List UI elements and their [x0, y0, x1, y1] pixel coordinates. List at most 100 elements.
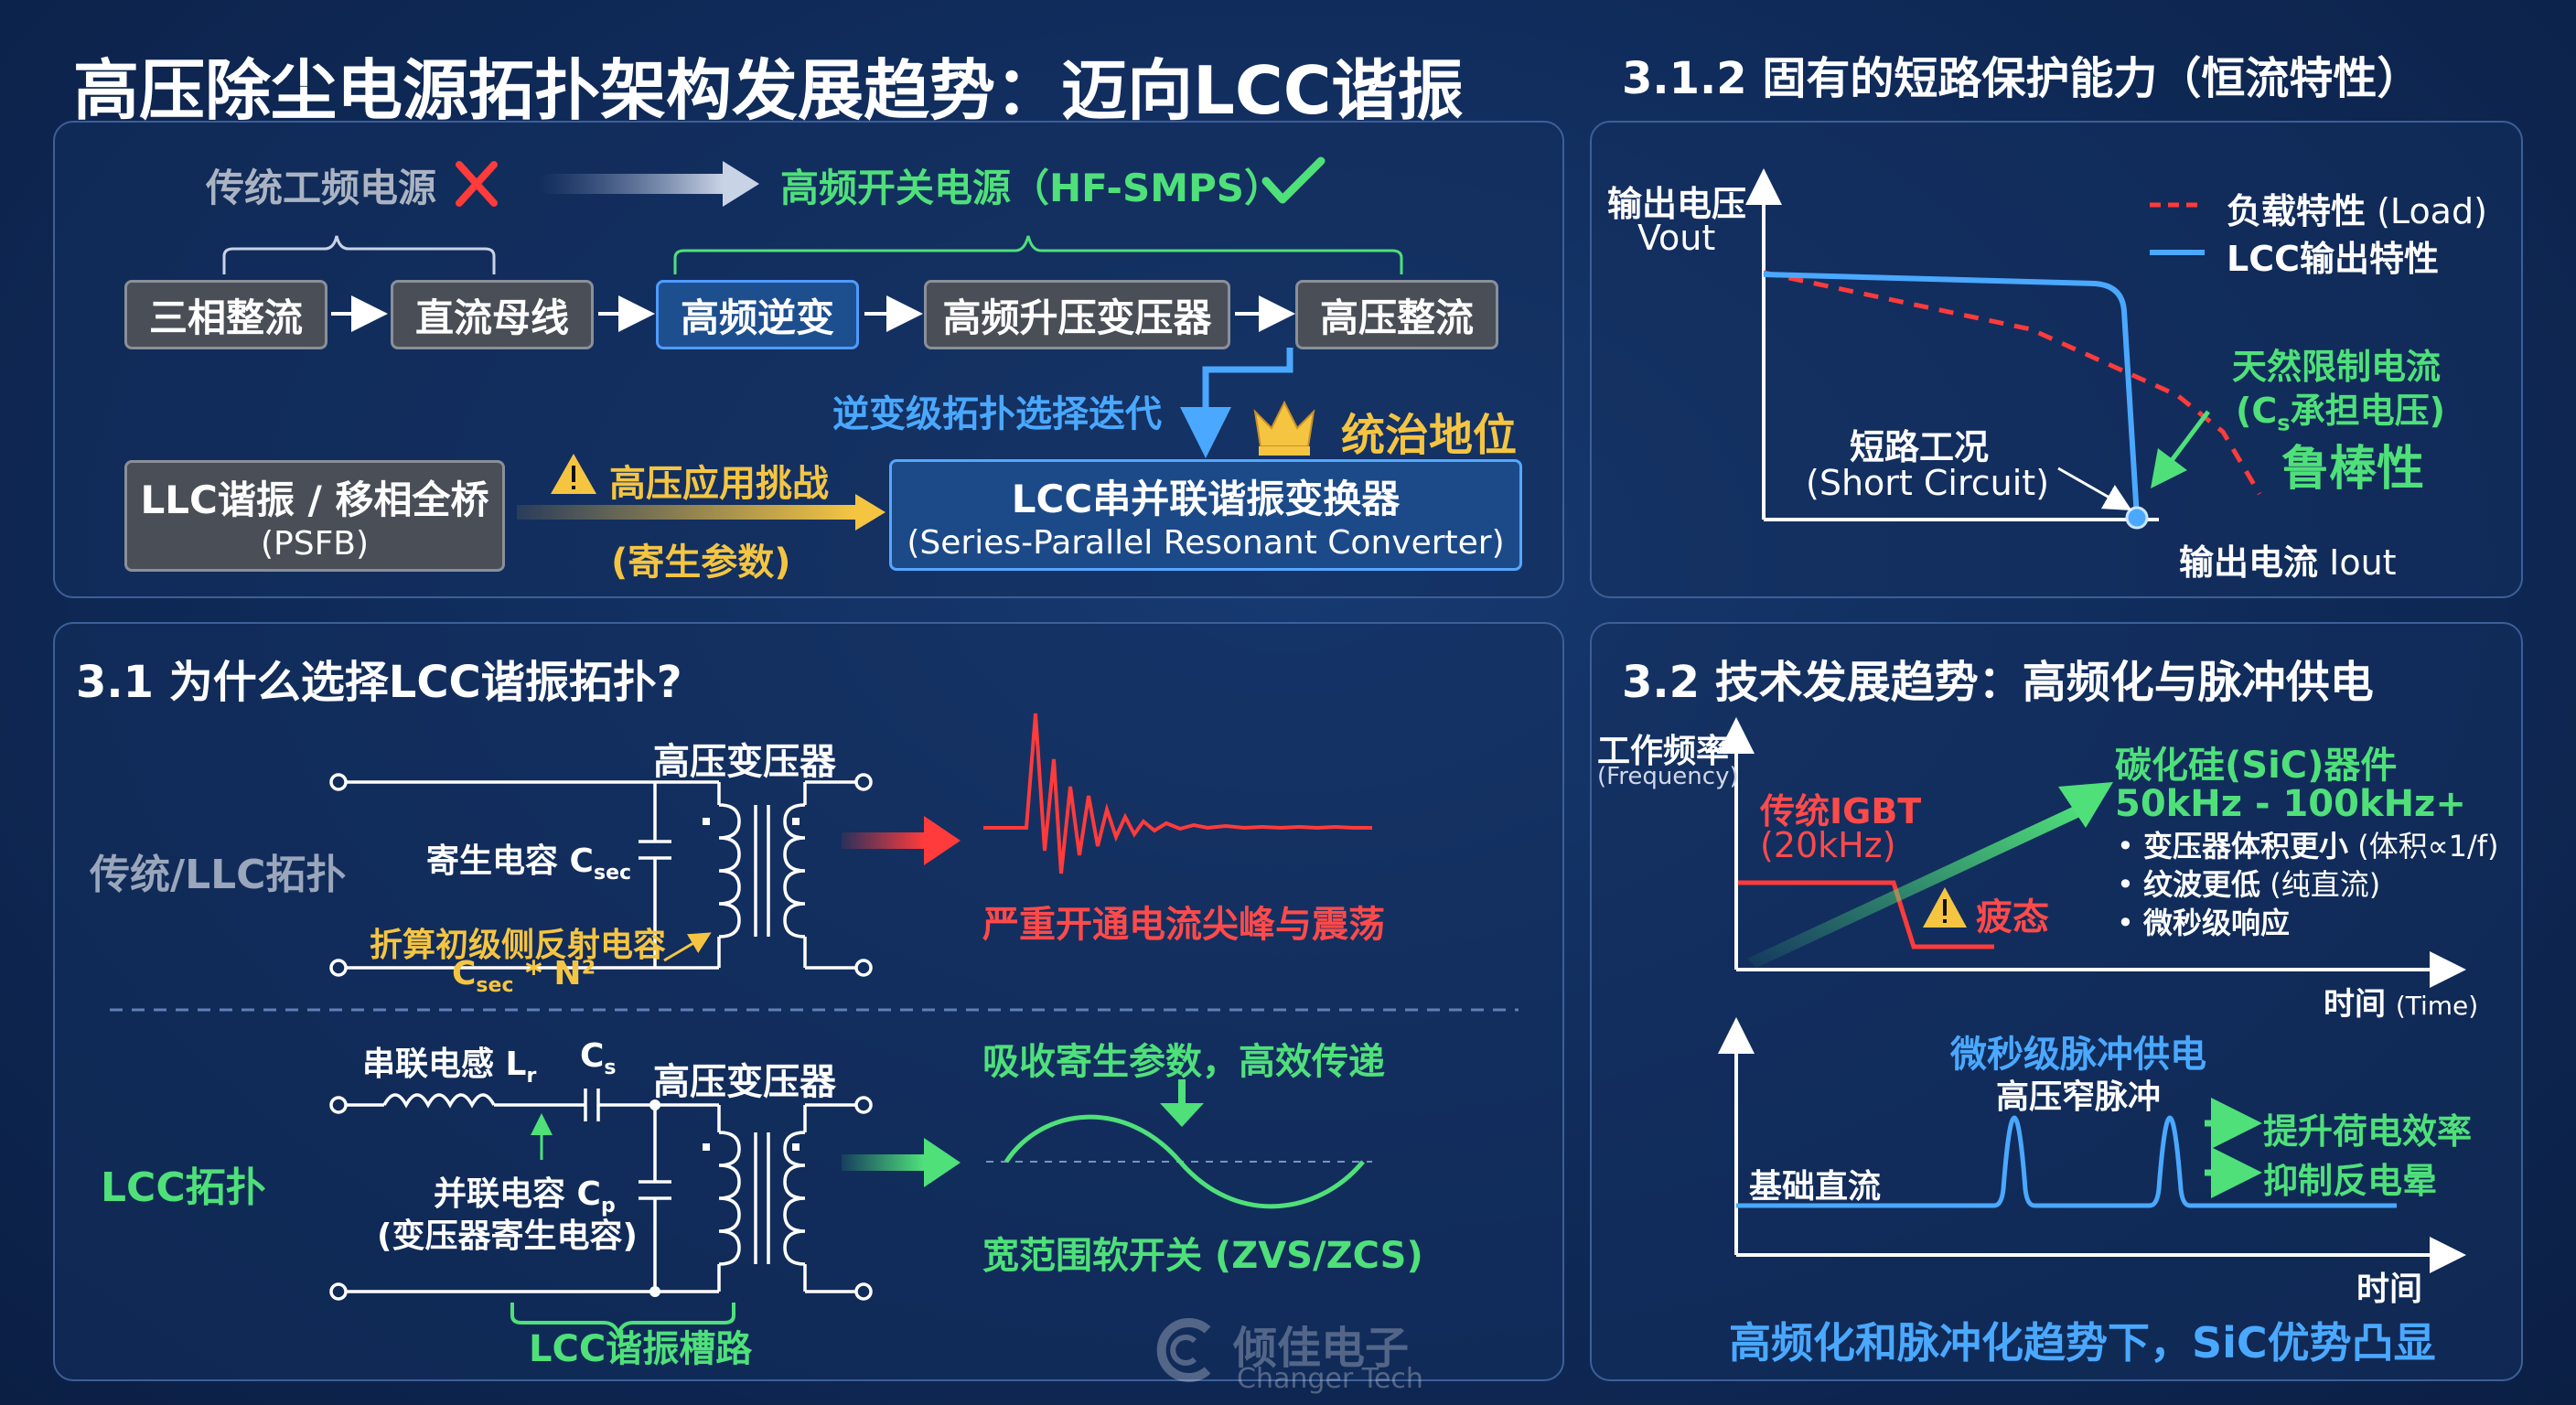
robust-label: 鲁棒性 [2281, 442, 2425, 497]
cs-sub: s [604, 1056, 617, 1080]
warning-icon [551, 454, 596, 494]
parallel-c-label: 并联电容 Cp [434, 1167, 616, 1217]
chain-box-hv-rectifier: 高压整流 [1295, 280, 1498, 349]
sc-label: 短路工况 [1850, 427, 1990, 467]
llc-psfb-line1: LLC谐振 / 移相全桥 [140, 477, 489, 522]
igbt-freq-line [1738, 880, 1994, 949]
traditional-circuit [329, 773, 873, 977]
series-l-sub: r [526, 1065, 537, 1089]
challenge-arrow-body [517, 505, 855, 520]
igbt-freq-label: (20kHz) [1760, 825, 1896, 865]
freq-x-label: 时间 (Time) [2324, 979, 2478, 1024]
lcc-box-line2: (Series-Parallel Resonant Converter) [907, 524, 1505, 562]
sc-limit-arrow [2151, 410, 2210, 488]
sine-waveform [1004, 1114, 1365, 1209]
lcc-arrow-body [842, 1154, 924, 1171]
sic-bullet-1: • 变压器体积更小 (体积∝1/f) [2117, 829, 2499, 863]
spike-text: 严重开通电流尖峰与震荡 [982, 904, 1385, 946]
tank-label: LCC谐振槽路 [529, 1328, 753, 1370]
sc-y-label: 输出电压 [1607, 184, 1747, 224]
reflected-arrow [663, 932, 712, 962]
cs-text: C [580, 1037, 605, 1075]
sc-short-circuit-point [2125, 506, 2149, 530]
sc-load-curve [1763, 270, 2262, 496]
llc-psfb-box: LLC谐振 / 移相全桥 (PSFB) [124, 460, 505, 572]
absorb-label: 吸收寄生参数，高效传递 [982, 1041, 1385, 1083]
freq-x-label-cn: 时间 [2324, 986, 2386, 1023]
hv-transformer-label-2: 高压变压器 [653, 1061, 836, 1103]
natural-limit-label: 天然限制电流 [2232, 347, 2442, 387]
parallel-c-text: 并联电容 C [434, 1175, 601, 1213]
chain-box-three-phase: 三相整流 [124, 280, 327, 349]
cs-label: Cs [580, 1037, 617, 1079]
sc-label-en: (Short Circuit) [1806, 463, 2050, 503]
hv-transformer-label: 高压变压器 [653, 741, 836, 783]
lcc-node-bottom [649, 1286, 660, 1297]
llc-psfb-line2: (PSFB) [260, 525, 370, 563]
reflected-label: 折算初级侧反射电容 [370, 927, 667, 964]
watermark-en: Changer Tech [1237, 1363, 1423, 1395]
freq-y-label: 工作频率 [1597, 733, 1730, 770]
why-lcc-title: 3.1 为什么选择LCC谐振拓扑? [76, 657, 682, 708]
igbt-label: 传统IGBT [1760, 791, 1922, 831]
watermark-logo-icon [1156, 1318, 1211, 1382]
legend-lcc-label: LCC输出特性 [2227, 239, 2439, 279]
sic-label: 碳化硅(SiC)器件 [2115, 745, 2398, 787]
sic-trend-band [1747, 805, 2082, 968]
page-title: 高压除尘电源拓扑架构发展趋势：迈向LCC谐振 [73, 52, 1464, 129]
trends-title: 3.2 技术发展趋势：高频化与脉冲供电 [1622, 657, 2374, 708]
sc-pointer-arrow [2057, 467, 2132, 510]
traditional-topology-label: 传统/LLC拓扑 [90, 852, 347, 898]
challenge-arrow-head [855, 494, 886, 531]
pulse-title: 微秒级脉冲供电 [1950, 1034, 2206, 1076]
parallel-c-note: (变压器寄生电容) [377, 1217, 638, 1255]
freq-y-label-en: (Frequency) [1597, 763, 1739, 790]
reflected-formula-post: * N² [513, 955, 596, 992]
sic-bullet-1-note: (体积∝1/f) [2348, 829, 2499, 863]
benefit2-label: 抑制反电晕 [2263, 1161, 2438, 1201]
iteration-label: 逆变级拓扑选择迭代 [832, 393, 1162, 435]
sc-x-label2: Iout [2329, 542, 2397, 583]
trad-dot-primary [703, 818, 710, 825]
sc-x-label-wrap: 输出电流 Iout [2179, 534, 2397, 585]
chain-box-hf-transformer: 高频升压变压器 [924, 280, 1230, 349]
lcc-box-line1: LCC串并联谐振变换器 [1011, 477, 1401, 521]
hf-smps-label: 高频开关电源（HF-SMPS） [780, 166, 1283, 210]
check-icon [1261, 156, 1326, 204]
legend-load: 负载特性 (Load) [2227, 183, 2487, 233]
freq-x-label-en: (Time) [2395, 991, 2479, 1021]
lcc-topology-label: LCC拓扑 [101, 1164, 266, 1211]
pulse-x-label: 时间 [2356, 1271, 2423, 1308]
cs-bear-post: 承担电压) [2290, 391, 2445, 431]
legend-load-en: (Load) [2377, 191, 2487, 231]
cross-icon [456, 161, 498, 207]
legend-load-label: 负载特性 [2227, 191, 2367, 231]
parasitic-cap-sub: sec [593, 862, 632, 885]
spike-arrow-head [924, 816, 961, 865]
lcc-arrow-head [924, 1138, 961, 1187]
lcc-dot-primary [703, 1143, 710, 1151]
cs-bear-pre: (C [2236, 391, 2278, 431]
reflected-formula-pre: C [452, 955, 477, 992]
tank-brace [510, 1303, 735, 1340]
base-dc-label: 基础直流 [1749, 1168, 1882, 1206]
evolution-arrow-body [540, 174, 723, 194]
fatigue-label: 疲态 [1976, 896, 2049, 938]
short-circuit-title: 3.1.2 固有的短路保护能力（恒流特性） [1622, 53, 2421, 104]
sic-trend-arrowhead [2058, 782, 2113, 828]
chain-box-dc-bus: 直流母线 [391, 280, 594, 349]
spike-waveform [983, 713, 1372, 874]
sic-bullet-2-main: 纹波更低 [2143, 867, 2261, 902]
absorb-down-arrow [1160, 1103, 1204, 1127]
benefit1-label: 提升荷电效率 [2263, 1111, 2473, 1152]
reflected-formula-sub: sec [476, 974, 514, 998]
chain-box-hf-inverter: 高频逆变 [656, 280, 859, 349]
lcc-node-top [649, 1099, 660, 1110]
reflected-formula: Csec * N² [452, 955, 596, 997]
dominance-label: 统治地位 [1341, 410, 1518, 461]
why-lcc-panel [53, 622, 1564, 1381]
pulse-waveform [1736, 1115, 2397, 1208]
